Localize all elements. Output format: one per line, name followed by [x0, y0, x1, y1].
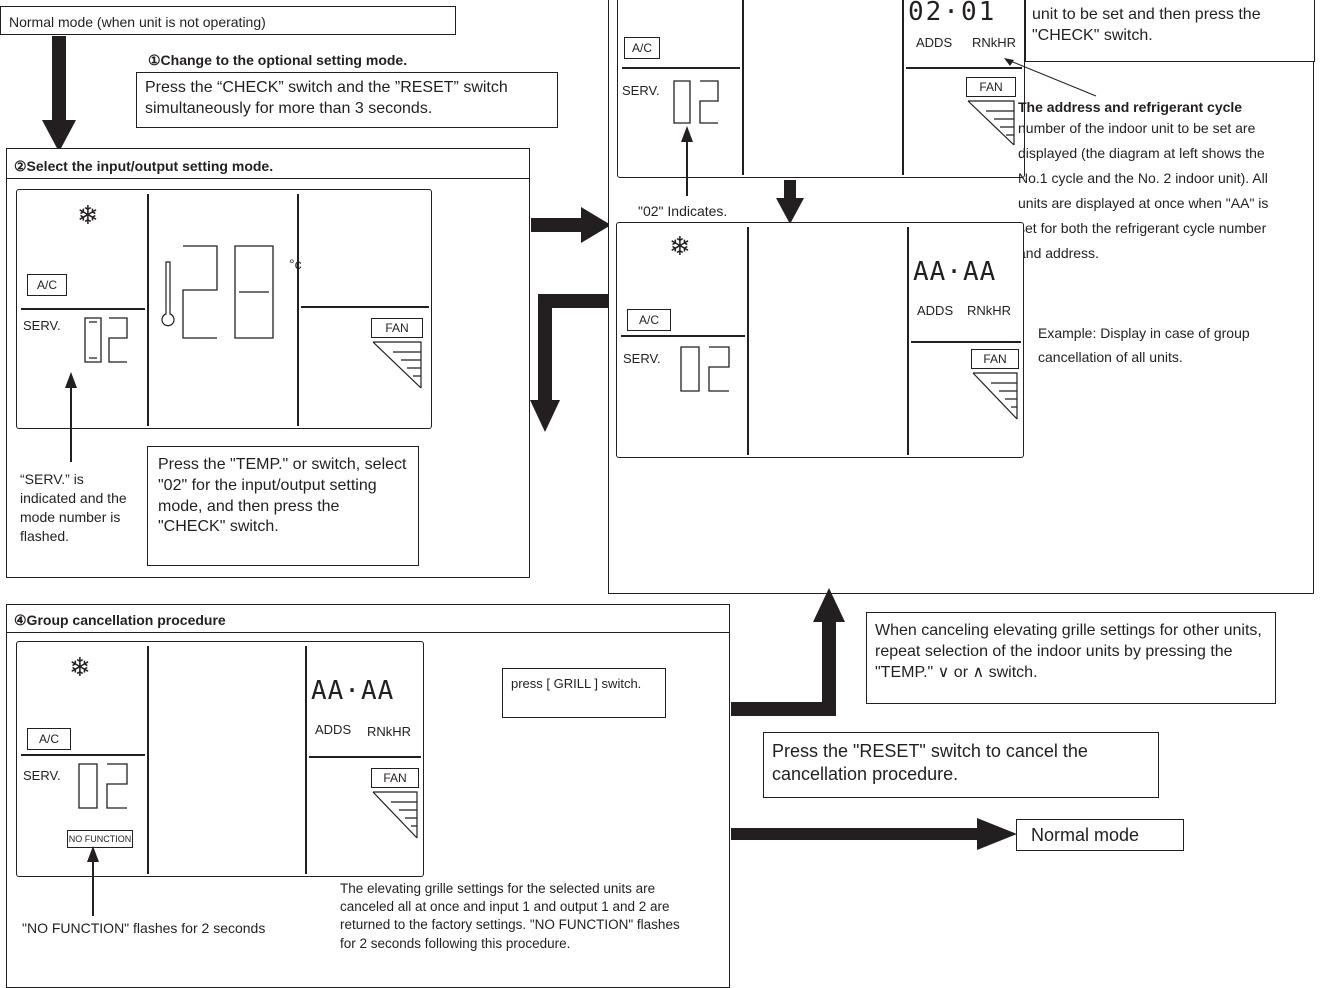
right-arrow-to-normal — [731, 818, 1017, 850]
fan-label: FAN — [971, 349, 1019, 369]
mode-number-digits — [78, 763, 128, 809]
step2-title: ②Select the input/output setting mode. — [14, 158, 274, 174]
normal-mode-header: Normal mode (when unit is not operating) — [0, 6, 456, 35]
step4-title: ④Group cancellation procedure — [14, 612, 226, 628]
step2-title-divider — [6, 178, 530, 179]
no-function-badge: NO FUNCTION — [67, 830, 133, 848]
reset-note: Press the "RESET" switch to cancel the c… — [772, 741, 1088, 785]
adds-label: ADDS — [916, 35, 953, 50]
normal-mode-result-box: Normal mode — [1016, 819, 1184, 851]
snowflake-icon: ❄ — [69, 652, 91, 682]
down-arrow-step3 — [776, 180, 804, 224]
display-digits: AA·AA — [311, 676, 395, 706]
fan-level-icon — [372, 791, 418, 839]
press-grill-text: press [ GRILL ] switch. — [511, 676, 642, 691]
adds-label: ADDS — [917, 303, 954, 318]
step1-instruction: Press the “CHECK” switch and the ”RESET”… — [145, 79, 508, 117]
rnkhr-label: RNkHR — [367, 724, 412, 739]
fan-level-icon — [967, 100, 1015, 146]
step4-title-divider — [6, 632, 730, 633]
other-units-box: When canceling elevating grille settings… — [866, 612, 1276, 704]
serv-label: SERV. — [23, 318, 61, 333]
step4-elevating-note: The elevating grille settings for the se… — [340, 881, 680, 951]
step3-top-lcd: A/C SERV. 02·01 ADDS RNkHR FAN — [617, 0, 1025, 178]
step2-lcd: ❄ A/C SERV. °c FAN — [16, 189, 432, 429]
step2-serv-note: “SERV.” is indicated and the mode number… — [20, 471, 127, 544]
step3-top-right-text: unit to be set and then press the "CHECK… — [1032, 6, 1261, 44]
rnkhr-label: RNkHR — [967, 303, 1012, 318]
step2-instruction-box: Press the "TEMP." or switch, select "02"… — [147, 446, 419, 566]
ac-label: A/C — [27, 728, 71, 750]
step3-address-note: number of the indoor unit to be set are … — [1018, 120, 1269, 261]
address-pointer-line — [1004, 58, 1097, 97]
step3-main-lcd: ❄ A/C SERV. AA·AA ADDS RNkHR FAN — [616, 222, 1024, 458]
fan-level-icon — [372, 341, 422, 389]
down-arrow-1 — [42, 36, 76, 152]
mode-number-digits — [680, 346, 730, 392]
thermometer-icon — [161, 261, 175, 327]
normal-mode-result: Normal mode — [1031, 825, 1140, 845]
step1-instruction-box: Press the “CHECK” switch and the ”RESET”… — [136, 72, 558, 128]
step3-indicates-label: "02" Indicates. — [638, 203, 728, 219]
right-arrow-step2 — [531, 207, 611, 243]
top-digits: 02·01 — [908, 0, 997, 27]
ac-label: A/C — [624, 37, 660, 59]
reset-note-box: Press the "RESET" switch to cancel the c… — [763, 732, 1159, 798]
step3-example-note: Example: Display in case of group cancel… — [1038, 325, 1250, 365]
snowflake-icon: ❄ — [669, 231, 691, 261]
rnkhr-label: RNkHR — [972, 35, 1017, 50]
mode-number-digits — [673, 80, 719, 124]
serv-pointer-arrow — [65, 372, 77, 462]
step2-instruction: Press the "TEMP." or switch, select "02"… — [158, 456, 407, 536]
no-function-pointer-arrow — [87, 846, 99, 916]
normal-mode-header-label: Normal mode (when unit is not operating) — [9, 14, 266, 30]
serv-label: SERV. — [622, 83, 660, 98]
step1-title: ①Change to the optional setting mode. — [148, 52, 408, 68]
fan-label: FAN — [371, 768, 419, 788]
fan-label: FAN — [966, 77, 1016, 97]
temp-unit: °c — [289, 256, 302, 272]
fan-label: FAN — [371, 318, 423, 338]
step3-address-note-bold: The address and refrigerant cycle — [1018, 99, 1243, 115]
mode-number-digits — [84, 317, 128, 363]
indicates-pointer-arrow — [681, 126, 693, 196]
other-units-note: When canceling elevating grille settings… — [875, 622, 1262, 681]
up-arrow-to-step3 — [731, 588, 845, 716]
ac-label: A/C — [627, 309, 671, 331]
serv-label: SERV. — [623, 351, 661, 366]
step3-top-right-box: unit to be set and then press the "CHECK… — [1025, 0, 1315, 62]
snowflake-icon: ❄ — [77, 200, 99, 230]
step4-no-function-note: "NO FUNCTION" flashes for 2 seconds — [22, 920, 266, 936]
temperature-digits — [182, 245, 274, 339]
display-digits: AA·AA — [913, 257, 997, 287]
ac-label: A/C — [27, 274, 67, 296]
step4-lcd: ❄ A/C SERV. NO FUNCTION AA·AA ADDS RNkHR… — [16, 641, 424, 877]
fan-level-icon — [972, 372, 1018, 420]
press-grill-box: press [ GRILL ] switch. — [502, 668, 666, 718]
serv-label: SERV. — [23, 768, 61, 783]
return-down-arrow — [530, 294, 608, 432]
adds-label: ADDS — [315, 722, 352, 737]
